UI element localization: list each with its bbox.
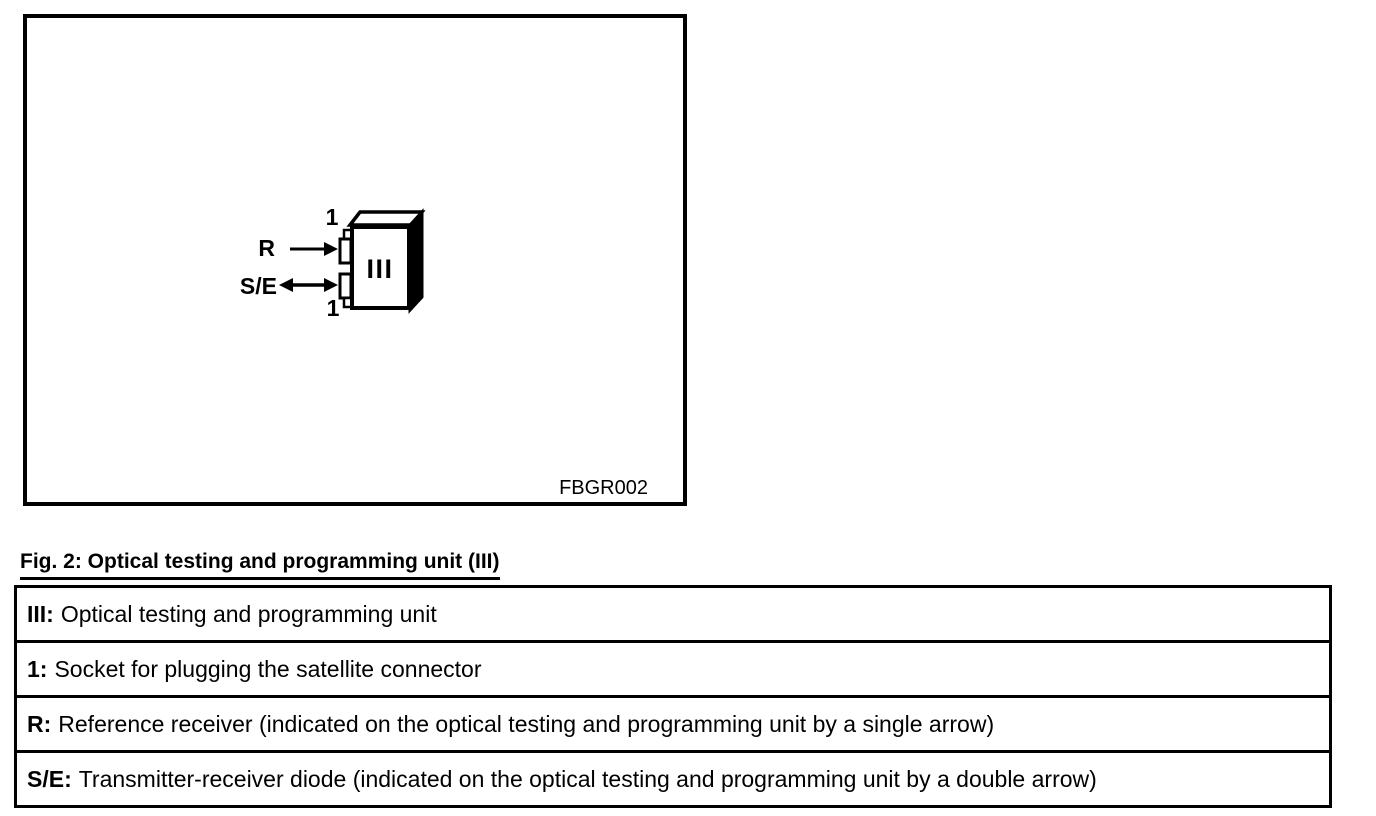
- unit-label: III: [366, 254, 393, 284]
- figure-caption: Fig. 2: Optical testing and programming …: [20, 549, 500, 580]
- socket-bottom: [338, 272, 353, 300]
- double-arrow-icon: [279, 278, 338, 292]
- table-row: III:Optical testing and programming unit: [17, 588, 1329, 640]
- single-arrow-icon: [290, 242, 338, 256]
- table-row: S/E:Transmitter-receiver diode (indicate…: [17, 750, 1329, 805]
- row-text: Optical testing and programming unit: [60, 601, 437, 627]
- table-row: 1:Socket for plugging the satellite conn…: [17, 640, 1329, 695]
- figure-code: FBGR002: [559, 477, 648, 499]
- row-key: 1:: [27, 656, 48, 682]
- row-key: III:: [27, 601, 54, 627]
- figure-canvas: III 1 1 R S/E FBGR002: [23, 14, 687, 506]
- device-front-face: [350, 225, 411, 310]
- row-text: Reference receiver (indicated on the opt…: [58, 711, 995, 737]
- row-text: Transmitter-receiver diode (indicated on…: [78, 766, 1097, 792]
- row-text: Socket for plugging the satellite connec…: [54, 656, 482, 682]
- transmitter-receiver-label: S/E: [240, 273, 277, 299]
- socket-callout-top: 1: [326, 204, 339, 230]
- socket-callout-bottom: 1: [327, 295, 340, 321]
- reference-receiver-label: R: [258, 235, 275, 261]
- table-row: R:Reference receiver (indicated on the o…: [17, 695, 1329, 750]
- legend-table: III:Optical testing and programming unit…: [14, 585, 1332, 808]
- row-key: S/E:: [27, 766, 72, 792]
- socket-top: [338, 237, 353, 265]
- row-key: R:: [27, 711, 52, 737]
- device-side-face: [408, 208, 424, 314]
